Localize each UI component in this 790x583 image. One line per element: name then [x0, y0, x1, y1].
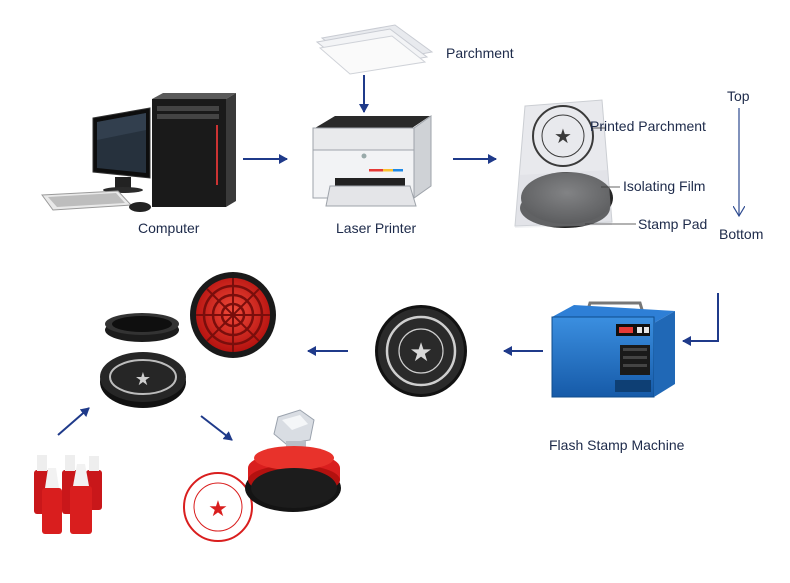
label-computer: Computer	[138, 220, 200, 236]
stamp-case-parts-icon: ★	[100, 272, 276, 408]
label-printed-parchment: Printed Parchment	[590, 118, 706, 134]
label-flash-stamp-machine: Flash Stamp Machine	[549, 437, 685, 453]
handle-stamp-with-impression-icon: ★	[183, 409, 341, 542]
finished-stamp-pad-icon: ★	[375, 305, 467, 397]
laser-printer-icon	[312, 115, 432, 207]
stamp-layers-icon: ★	[514, 99, 613, 228]
arrow-ink-to-case	[57, 407, 90, 436]
arrow-to-flash-machine	[682, 293, 719, 346]
parchment-sheets-icon	[315, 24, 434, 75]
label-bottom: Bottom	[719, 226, 764, 242]
label-top: Top	[727, 88, 750, 104]
label-parchment: Parchment	[446, 45, 514, 61]
label-isolating-film: Isolating Film	[623, 178, 706, 194]
svg-text:★: ★	[135, 369, 151, 390]
desktop-computer-icon	[41, 93, 236, 212]
label-laser-printer: Laser Printer	[336, 220, 417, 236]
arrow-case-to-stamp	[200, 415, 233, 441]
ink-bottles-icon	[34, 455, 102, 534]
svg-text:★: ★	[409, 338, 432, 368]
svg-text:★: ★	[554, 124, 572, 148]
svg-text:★: ★	[208, 497, 228, 522]
label-stamp-pad: Stamp Pad	[638, 216, 708, 232]
flash-stamp-machine-icon	[551, 301, 675, 398]
